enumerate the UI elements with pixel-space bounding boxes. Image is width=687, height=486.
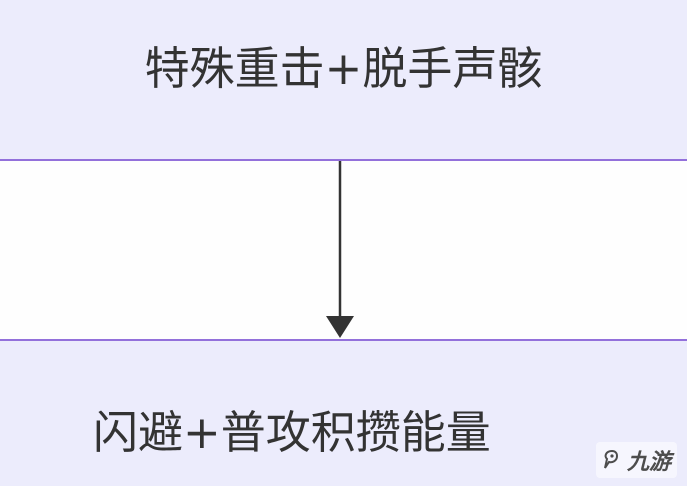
flow-node-bottom: 闪避+普攻积攒能量 — [0, 339, 687, 486]
flow-node-bottom-label: 闪避+普攻积攒能量 — [93, 406, 491, 459]
flow-node-top-label: 特殊重击+脱手声骸 — [144, 42, 543, 95]
watermark: 九游 — [595, 442, 677, 478]
arrowhead-icon — [326, 316, 354, 338]
watermark-text: 九游 — [626, 450, 671, 475]
flow-node-top: 特殊重击+脱手声骸 — [0, 0, 687, 161]
nine-game-logo-icon — [604, 449, 618, 469]
